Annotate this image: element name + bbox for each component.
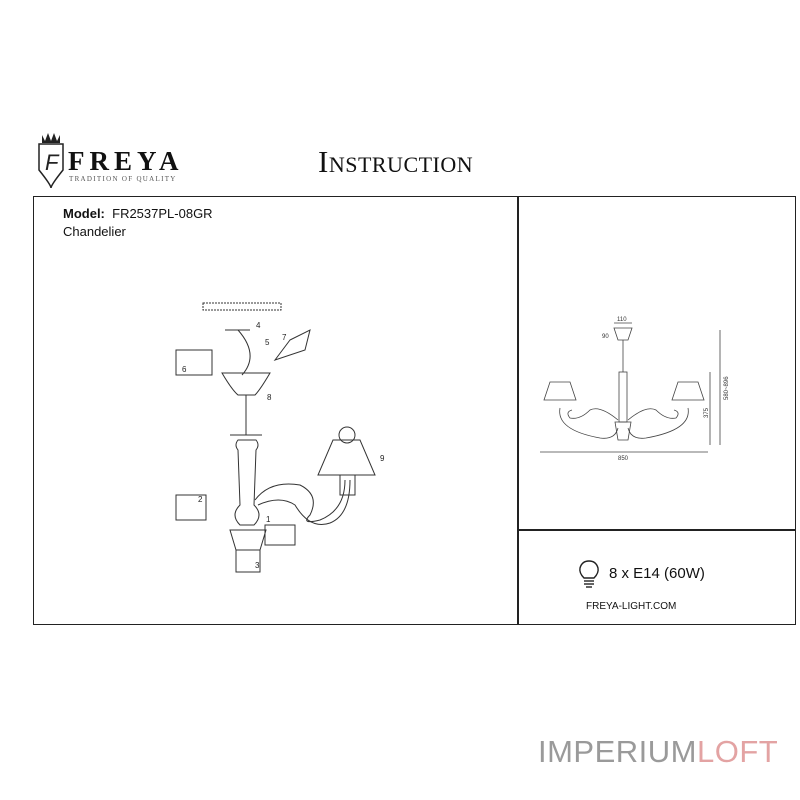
- model-value: FR2537PL-08GR: [112, 206, 213, 221]
- lightbulb-icon: [579, 560, 599, 588]
- dim-canopy-width: 110: [617, 317, 627, 323]
- watermark: IMPERIUMLOFT: [538, 734, 778, 770]
- page-title: Instruction: [318, 144, 474, 179]
- step-label: 1: [266, 515, 271, 524]
- dim-body-height: 375: [704, 407, 710, 418]
- website-link[interactable]: FREYA-LIGHT.COM: [586, 601, 677, 612]
- content-frame: [33, 196, 796, 625]
- step-label: 5: [265, 338, 270, 347]
- watermark-part1: IMPERIUM: [538, 734, 697, 769]
- brand-name: FREYA: [68, 146, 184, 176]
- step-label: 6: [182, 365, 187, 374]
- dim-canopy-height: 90: [602, 334, 609, 340]
- freya-logo: F: [38, 133, 64, 189]
- divider-vertical: [517, 196, 519, 625]
- step-label: 9: [380, 454, 385, 463]
- model-label: Model:: [63, 206, 105, 221]
- product-type: Chandelier: [63, 224, 126, 239]
- step-label: 8: [267, 393, 272, 402]
- svg-text:F: F: [45, 150, 60, 175]
- step-label: 7: [282, 333, 287, 342]
- dim-diameter: 850: [618, 456, 629, 460]
- step-label: 4: [256, 321, 261, 330]
- brand-tagline: TRADITION OF QUALITY: [69, 175, 177, 183]
- divider-horizontal: [517, 529, 796, 531]
- step-label: 2: [198, 495, 203, 504]
- dim-height-range: 580~896: [724, 376, 730, 400]
- watermark-part2: LOFT: [697, 734, 779, 769]
- dimension-drawing: 110 90 850 375 580~896: [540, 317, 730, 460]
- lamp-spec: 8 x E14 (60W): [609, 565, 705, 582]
- model-line: Model: FR2537PL-08GR: [63, 206, 213, 221]
- step-label: 3: [255, 561, 260, 570]
- assembly-diagram: 1 2 3 4 5 6 7 8 9: [175, 302, 385, 573]
